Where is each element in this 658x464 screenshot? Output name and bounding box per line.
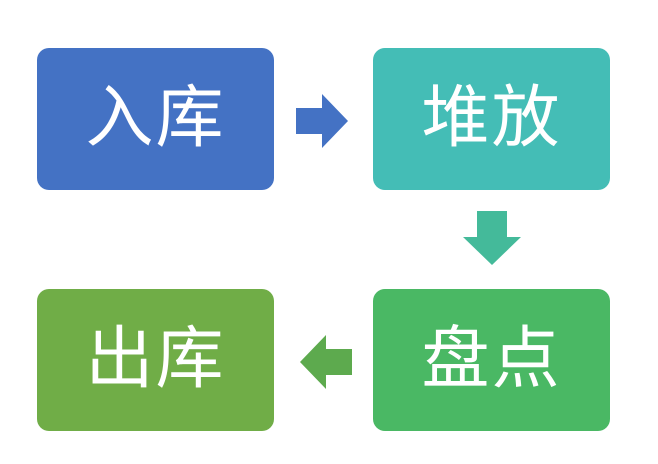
arrow-left-shape (300, 335, 352, 389)
arrow-right-icon (296, 94, 348, 148)
arrow-right-shape (296, 94, 348, 148)
step-label-inbound: 入库 (85, 79, 226, 158)
step-box-inventory-check: 盘点 (373, 289, 610, 431)
arrow-down-icon (463, 211, 521, 265)
step-box-stacking: 堆放 (373, 48, 610, 190)
step-label-inventory-check: 盘点 (421, 320, 562, 399)
step-box-outbound: 出库 (37, 289, 274, 431)
step-box-inbound: 入库 (37, 48, 274, 190)
step-label-stacking: 堆放 (421, 79, 562, 158)
arrow-down-shape (463, 211, 521, 265)
step-label-outbound: 出库 (85, 320, 226, 399)
arrow-left-icon (300, 335, 352, 389)
